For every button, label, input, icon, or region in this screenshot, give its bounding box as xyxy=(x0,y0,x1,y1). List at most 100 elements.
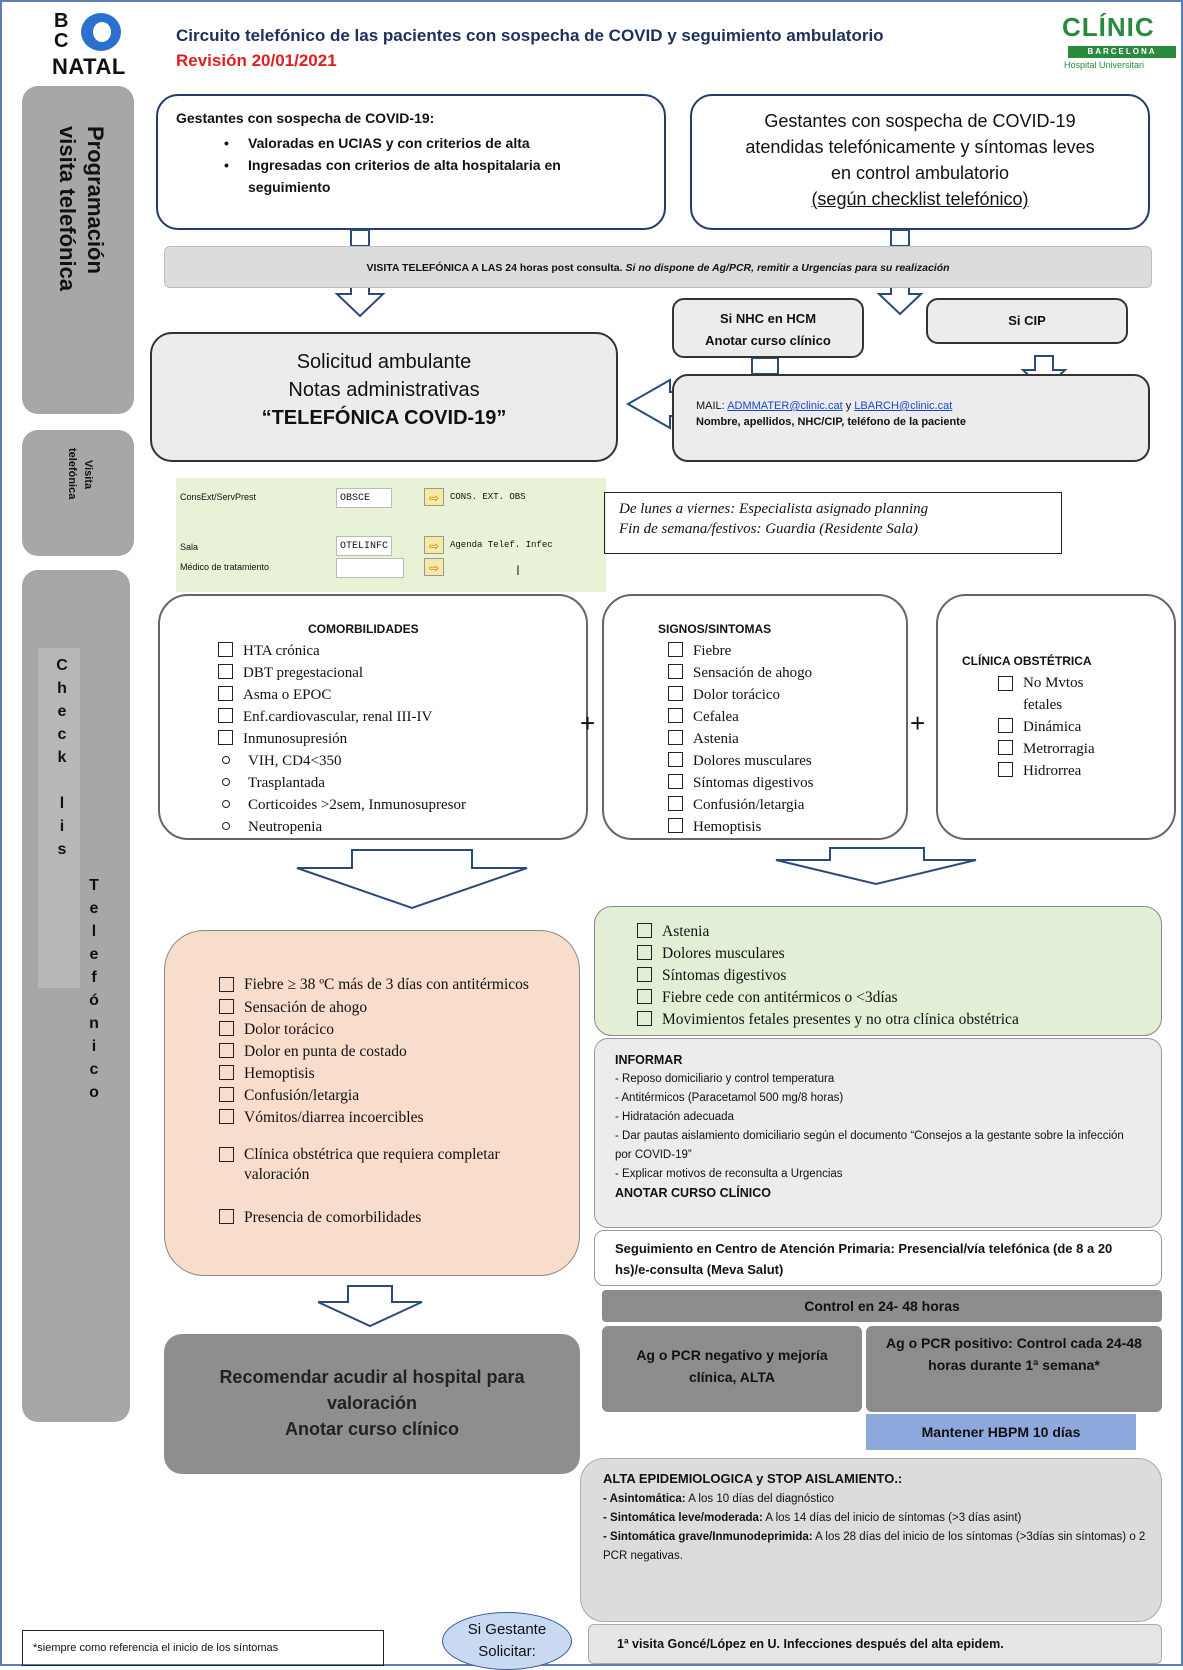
solicitud-line2: Notas administrativas xyxy=(288,379,480,401)
schedule-box: De lunes a viernes: Especialista asignad… xyxy=(604,492,1062,554)
checkbox-icon[interactable] xyxy=(218,686,233,701)
checkbox-icon[interactable] xyxy=(668,664,683,679)
checkbox-icon[interactable] xyxy=(218,730,233,745)
logo-eye-icon xyxy=(78,10,124,59)
checkbox-icon[interactable] xyxy=(219,977,234,992)
alta-title: ALTA EPIDEMIOLOGICA y STOP AISLAMIENTO.: xyxy=(603,1471,903,1486)
sidebar-checklist: C h e c k l i s T e l e f ó n i c o xyxy=(22,570,130,1422)
sidebar-visita-line2: telefónica xyxy=(66,448,78,500)
alta-item: - Asintomática: A los 10 días del diagnó… xyxy=(603,1493,834,1505)
clinic-logo: CLÍNIC BARCELONA Hospital Universitari xyxy=(1060,12,1178,74)
schedule-line2: Fin de semana/festivos: Guardia (Residen… xyxy=(619,521,918,537)
box-sintomas-graves: Fiebre ≥ 38 ºC más de 3 días con antitér… xyxy=(164,930,580,1276)
leve-check-item: Síntomas digestivos xyxy=(637,965,1161,987)
box-gestantes-telefonicas: Gestantes con sospecha de COVID-19 atend… xyxy=(690,94,1150,230)
checkbox-icon[interactable] xyxy=(668,708,683,723)
obst-check-item: Hidrorrea xyxy=(998,760,1174,782)
logo-letter-b: B xyxy=(54,10,69,32)
telefonico-letter: i xyxy=(91,1038,97,1055)
checkbox-icon[interactable] xyxy=(219,1065,234,1080)
checkbox-icon[interactable] xyxy=(637,923,652,938)
check-letter: l xyxy=(59,795,65,812)
leve-check-item: Astenia xyxy=(637,921,1161,943)
telefonico-letter: c xyxy=(89,1061,99,1078)
comorb-check-item: DBT pregestacional xyxy=(218,662,586,684)
box-sintomas-leves: Astenia Dolores musculares Síntomas dige… xyxy=(594,906,1162,1036)
check-letter: e xyxy=(57,703,67,720)
checkbox-icon[interactable] xyxy=(637,989,652,1004)
checkbox-icon[interactable] xyxy=(219,999,234,1014)
comorb-check-item: Asma o EPOC xyxy=(218,684,586,706)
gestantes-tel-line: Gestantes con sospecha de COVID-19 xyxy=(764,111,1076,131)
check-letter: k xyxy=(57,749,67,766)
box-signos-sintomas: SIGNOS/SINTOMAS Fiebre Sensación de ahog… xyxy=(602,594,908,840)
checkbox-icon[interactable] xyxy=(219,1087,234,1102)
checkbox-icon[interactable] xyxy=(998,740,1013,755)
mail-line1: MAIL: ADMMATER@clinic.cat y LBARCH@clini… xyxy=(696,400,953,412)
bcnatal-logo: B C NATAL xyxy=(52,10,142,79)
grave-check-item: Vómitos/diarrea incoercibles xyxy=(219,1107,579,1129)
grave-check-item: Hemoptisis xyxy=(219,1063,579,1085)
telefonico-letter: ó xyxy=(89,992,99,1009)
checkbox-icon[interactable] xyxy=(219,1109,234,1124)
circle-bullet-icon xyxy=(222,822,230,830)
signo-check-item: Hemoptisis xyxy=(668,816,906,838)
box-cip: Si CIP xyxy=(926,298,1128,344)
checkbox-icon[interactable] xyxy=(668,730,683,745)
checkbox-icon[interactable] xyxy=(668,752,683,767)
informar-item: - Dar pautas aislamiento domiciliario se… xyxy=(615,1130,1124,1161)
checkbox-icon[interactable] xyxy=(218,708,233,723)
box-gestantes-ucias: Gestantes con sospecha de COVID-19: •Val… xyxy=(156,94,666,230)
checkbox-icon[interactable] xyxy=(668,686,683,701)
sap-button-sala[interactable]: ⇨ xyxy=(424,536,444,554)
grave-check-item: Sensación de ahogo xyxy=(219,997,579,1019)
signo-check-item: Sensación de ahogo xyxy=(668,662,906,684)
checkbox-icon[interactable] xyxy=(218,642,233,657)
telefonico-letter: l xyxy=(91,923,97,940)
checkbox-icon[interactable] xyxy=(219,1209,234,1224)
severe-arrow xyxy=(318,1285,423,1328)
mail-link-lbarch[interactable]: LBARCH@clinic.cat xyxy=(854,400,953,412)
gestantes-ucias-bullet: •Valoradas en UCIAS y con criterios de a… xyxy=(224,135,530,151)
signo-check-item: Fiebre xyxy=(668,640,906,662)
oval-line2: Solicitar: xyxy=(478,1643,536,1660)
checkbox-icon[interactable] xyxy=(668,818,683,833)
checkbox-icon[interactable] xyxy=(219,1043,234,1058)
nhc-line1: Si NHC en HCM xyxy=(719,311,817,326)
sap-field-consext[interactable]: OBSCE xyxy=(336,488,392,508)
sidebar-visita: Visita telefónica xyxy=(22,430,134,556)
check-letter: C xyxy=(56,657,68,674)
checkbox-icon[interactable] xyxy=(668,774,683,789)
checkbox-icon[interactable] xyxy=(218,664,233,679)
checkbox-icon[interactable] xyxy=(998,762,1013,777)
obst-check-item: No Mvtos fetales xyxy=(998,672,1174,716)
checkbox-icon[interactable] xyxy=(668,796,683,811)
sap-field-medico[interactable] xyxy=(336,558,404,578)
sap-field-sala[interactable]: OTELINFC xyxy=(336,536,392,556)
checkbox-icon[interactable] xyxy=(637,945,652,960)
box-solicitud-ambulante: Solicitud ambulante Notas administrativa… xyxy=(150,332,618,462)
sap-button-consext[interactable]: ⇨ xyxy=(424,488,444,506)
grave-check-item: Dolor en punta de costado xyxy=(219,1041,579,1063)
informar-item: - Antitérmicos (Paracetamol 500 mg/8 hor… xyxy=(615,1092,844,1104)
checkbox-icon[interactable] xyxy=(998,718,1013,733)
sidebar-telefonico-letters: T e l e f ó n i c o xyxy=(84,874,104,1104)
obst-check-item: Metrorragia xyxy=(998,738,1174,760)
mail-link-admmater[interactable]: ADMMATER@clinic.cat xyxy=(727,400,843,412)
sap-button-medico[interactable]: ⇨ xyxy=(424,558,444,576)
comorb-check-item: Enf.cardiovascular, renal III-IV xyxy=(218,706,586,728)
telefonico-letter: o xyxy=(89,1084,99,1101)
checkbox-icon[interactable] xyxy=(637,1011,652,1026)
checklist-link[interactable]: (según checklist telefónico) xyxy=(811,189,1029,209)
checkbox-icon[interactable] xyxy=(219,1147,234,1162)
box-control-24-48: Control en 24- 48 horas xyxy=(602,1290,1162,1322)
signo-check-item: Cefalea xyxy=(668,706,906,728)
sap-label-medico: Médico de tratamiento xyxy=(180,562,270,572)
checkbox-icon[interactable] xyxy=(998,676,1013,691)
check-letter: c xyxy=(57,726,67,743)
checkbox-icon[interactable] xyxy=(219,1021,234,1036)
checkbox-icon[interactable] xyxy=(637,967,652,982)
leve-check-item: Dolores musculares xyxy=(637,943,1161,965)
checkbox-icon[interactable] xyxy=(668,642,683,657)
comorb-circle-item: Neutropenia xyxy=(218,816,586,838)
